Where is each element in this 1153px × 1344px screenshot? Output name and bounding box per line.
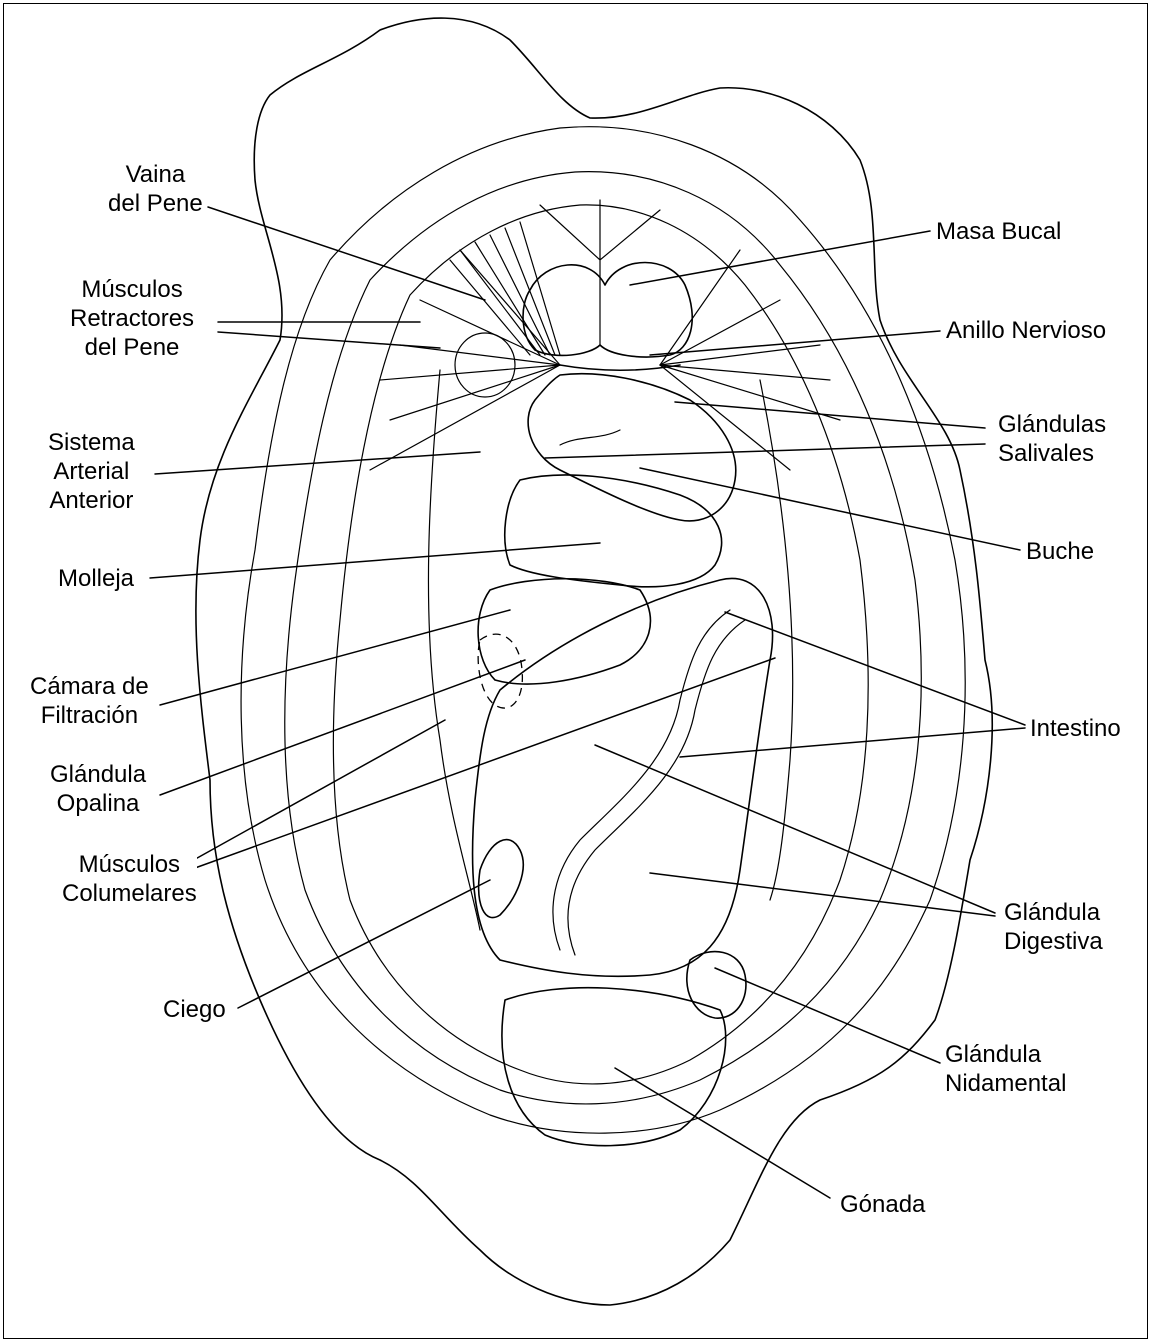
label-intestino: Intestino [1030, 714, 1121, 743]
label-line: Opalina [50, 789, 146, 818]
gizzard [505, 475, 722, 587]
label-camara-filtracion: Cámara de Filtración [30, 672, 149, 730]
caecum [479, 840, 524, 918]
label-glandula-opalina: Glándula Opalina [50, 760, 146, 818]
crop [528, 374, 736, 521]
label-line: Nidamental [945, 1069, 1066, 1098]
label-gonada: Gónada [840, 1190, 925, 1219]
label-molleja: Molleja [58, 564, 134, 593]
label-line: Glándulas [998, 410, 1106, 439]
intestine [553, 610, 730, 950]
label-vaina-del-pene: Vaina del Pene [108, 160, 203, 218]
label-line: Digestiva [1004, 927, 1103, 956]
leader-lines [150, 207, 1025, 1198]
label-ciego: Ciego [163, 995, 226, 1024]
mantle-outline [196, 18, 992, 1305]
label-line: Sistema [48, 428, 135, 457]
mantle-ring-3 [333, 205, 868, 1084]
nerves [370, 250, 840, 470]
opaline-gland [478, 634, 522, 708]
label-line: Salivales [998, 439, 1106, 468]
label-line: Anterior [48, 486, 135, 515]
label-line: Cámara de [30, 672, 149, 701]
label-line: del Pene [108, 189, 203, 218]
label-line: Ciego [163, 995, 226, 1024]
penis-sheath [455, 333, 515, 397]
label-line: Columelares [62, 879, 197, 908]
label-line: Filtración [30, 701, 149, 730]
label-line: Masa Bucal [936, 217, 1061, 246]
label-sistema-arterial: Sistema Arterial Anterior [48, 428, 135, 515]
label-masa-bucal: Masa Bucal [936, 217, 1061, 246]
label-line: Glándula [1004, 898, 1103, 927]
label-anillo-nervioso: Anillo Nervioso [946, 316, 1106, 345]
retractor-muscles [450, 222, 560, 355]
buccal-mass [523, 263, 692, 357]
label-line: Molleja [58, 564, 134, 593]
label-line: Gónada [840, 1190, 925, 1219]
label-line: del Pene [70, 333, 194, 362]
label-glandula-nidamental: Glándula Nidamental [945, 1040, 1066, 1098]
label-line: Glándula [945, 1040, 1066, 1069]
label-glandulas-salivales: Glándulas Salivales [998, 410, 1106, 468]
mantle-ring-1 [241, 127, 965, 1133]
label-buche: Buche [1026, 537, 1094, 566]
label-line: Anillo Nervioso [946, 316, 1106, 345]
label-line: Buche [1026, 537, 1094, 566]
label-line: Glándula [50, 760, 146, 789]
label-line: Músculos [62, 850, 197, 879]
mantle-ring-2 [285, 172, 922, 1104]
label-glandula-digestiva: Glándula Digestiva [1004, 898, 1103, 956]
gonad [502, 988, 726, 1146]
label-line: Vaina [108, 160, 203, 189]
label-line: Retractores [70, 304, 194, 333]
label-musculos-columelares: Músculos Columelares [62, 850, 197, 908]
label-line: Músculos [70, 275, 194, 304]
label-line: Intestino [1030, 714, 1121, 743]
label-line: Arterial [48, 457, 135, 486]
label-musculos-retractores: Músculos Retractores del Pene [70, 275, 194, 362]
digestive-gland [473, 578, 773, 976]
columellar-muscle-right [760, 380, 793, 900]
